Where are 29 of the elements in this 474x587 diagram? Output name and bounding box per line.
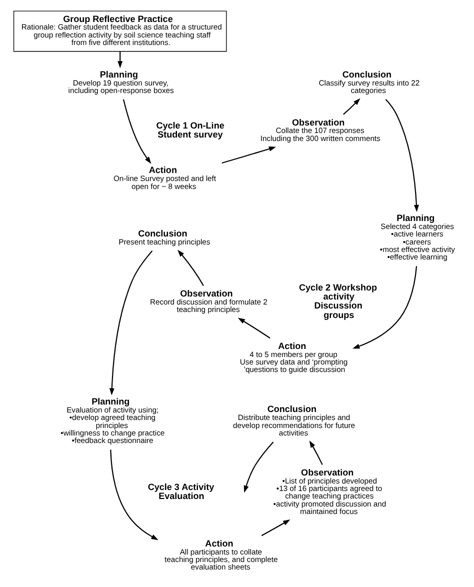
arrow xyxy=(384,98,418,212)
arrow xyxy=(237,318,270,339)
label: Cycle 3 Activity Evaluation xyxy=(147,482,214,502)
node-text: Observation •List of principles developed •13 of 16 participants agreed to change teaching practices •activity promoted discussion and maintained focus xyxy=(272,467,386,516)
node-text: Observation Collate the 107 responses Including the 300 written comments xyxy=(260,117,380,143)
node-text: Planning Evaluation of activity using; •develop agreed teaching principles •willingness to change practice •feedback questionnaire xyxy=(60,396,164,446)
arrow xyxy=(352,266,417,349)
node-text: Planning Develop 19 question survey, including open-response boxes xyxy=(68,69,174,95)
node-text: Action On-line Survey posted and left open for ~ 8 weeks xyxy=(112,165,216,191)
arrow xyxy=(342,98,360,115)
arrow xyxy=(122,99,151,164)
arrow xyxy=(110,450,158,540)
node-text: Planning Selected 4 categories •active learners •careers •most effective activity •effective learning xyxy=(379,213,454,262)
node-text: Conclusion Distribute teaching principles and develop recommendations for future activities xyxy=(232,404,355,438)
node-text: Conclusion Present teaching principles xyxy=(118,228,210,246)
arrow xyxy=(221,146,276,164)
arrow xyxy=(108,250,152,396)
arrow xyxy=(117,52,122,68)
node-text: Action 4 to 5 members per group Use survey data and ‘prompting ’questions to guide discussion xyxy=(239,341,348,374)
arrow xyxy=(243,442,274,493)
node-text: Action All participants to collate teaching principles, and complete evaluation sheets xyxy=(164,538,278,572)
arrow xyxy=(308,440,322,465)
label: Cycle 2 Workshop activity Discussion groups xyxy=(298,282,376,320)
label: Cycle 1 On-Line Student survey xyxy=(156,120,224,140)
node-text: Conclusion Classify survey results into 22 categories xyxy=(318,69,420,95)
arrow xyxy=(177,250,204,286)
node-text: Observation Record discussion and formulate 2 teaching principles xyxy=(149,288,267,314)
node-box: Group Reflective Practice Rationale: Gather student feedback as data for a structured group reflection activity by soil science teaching staff from five different institutions. xyxy=(12,10,226,52)
arrow xyxy=(260,520,290,536)
